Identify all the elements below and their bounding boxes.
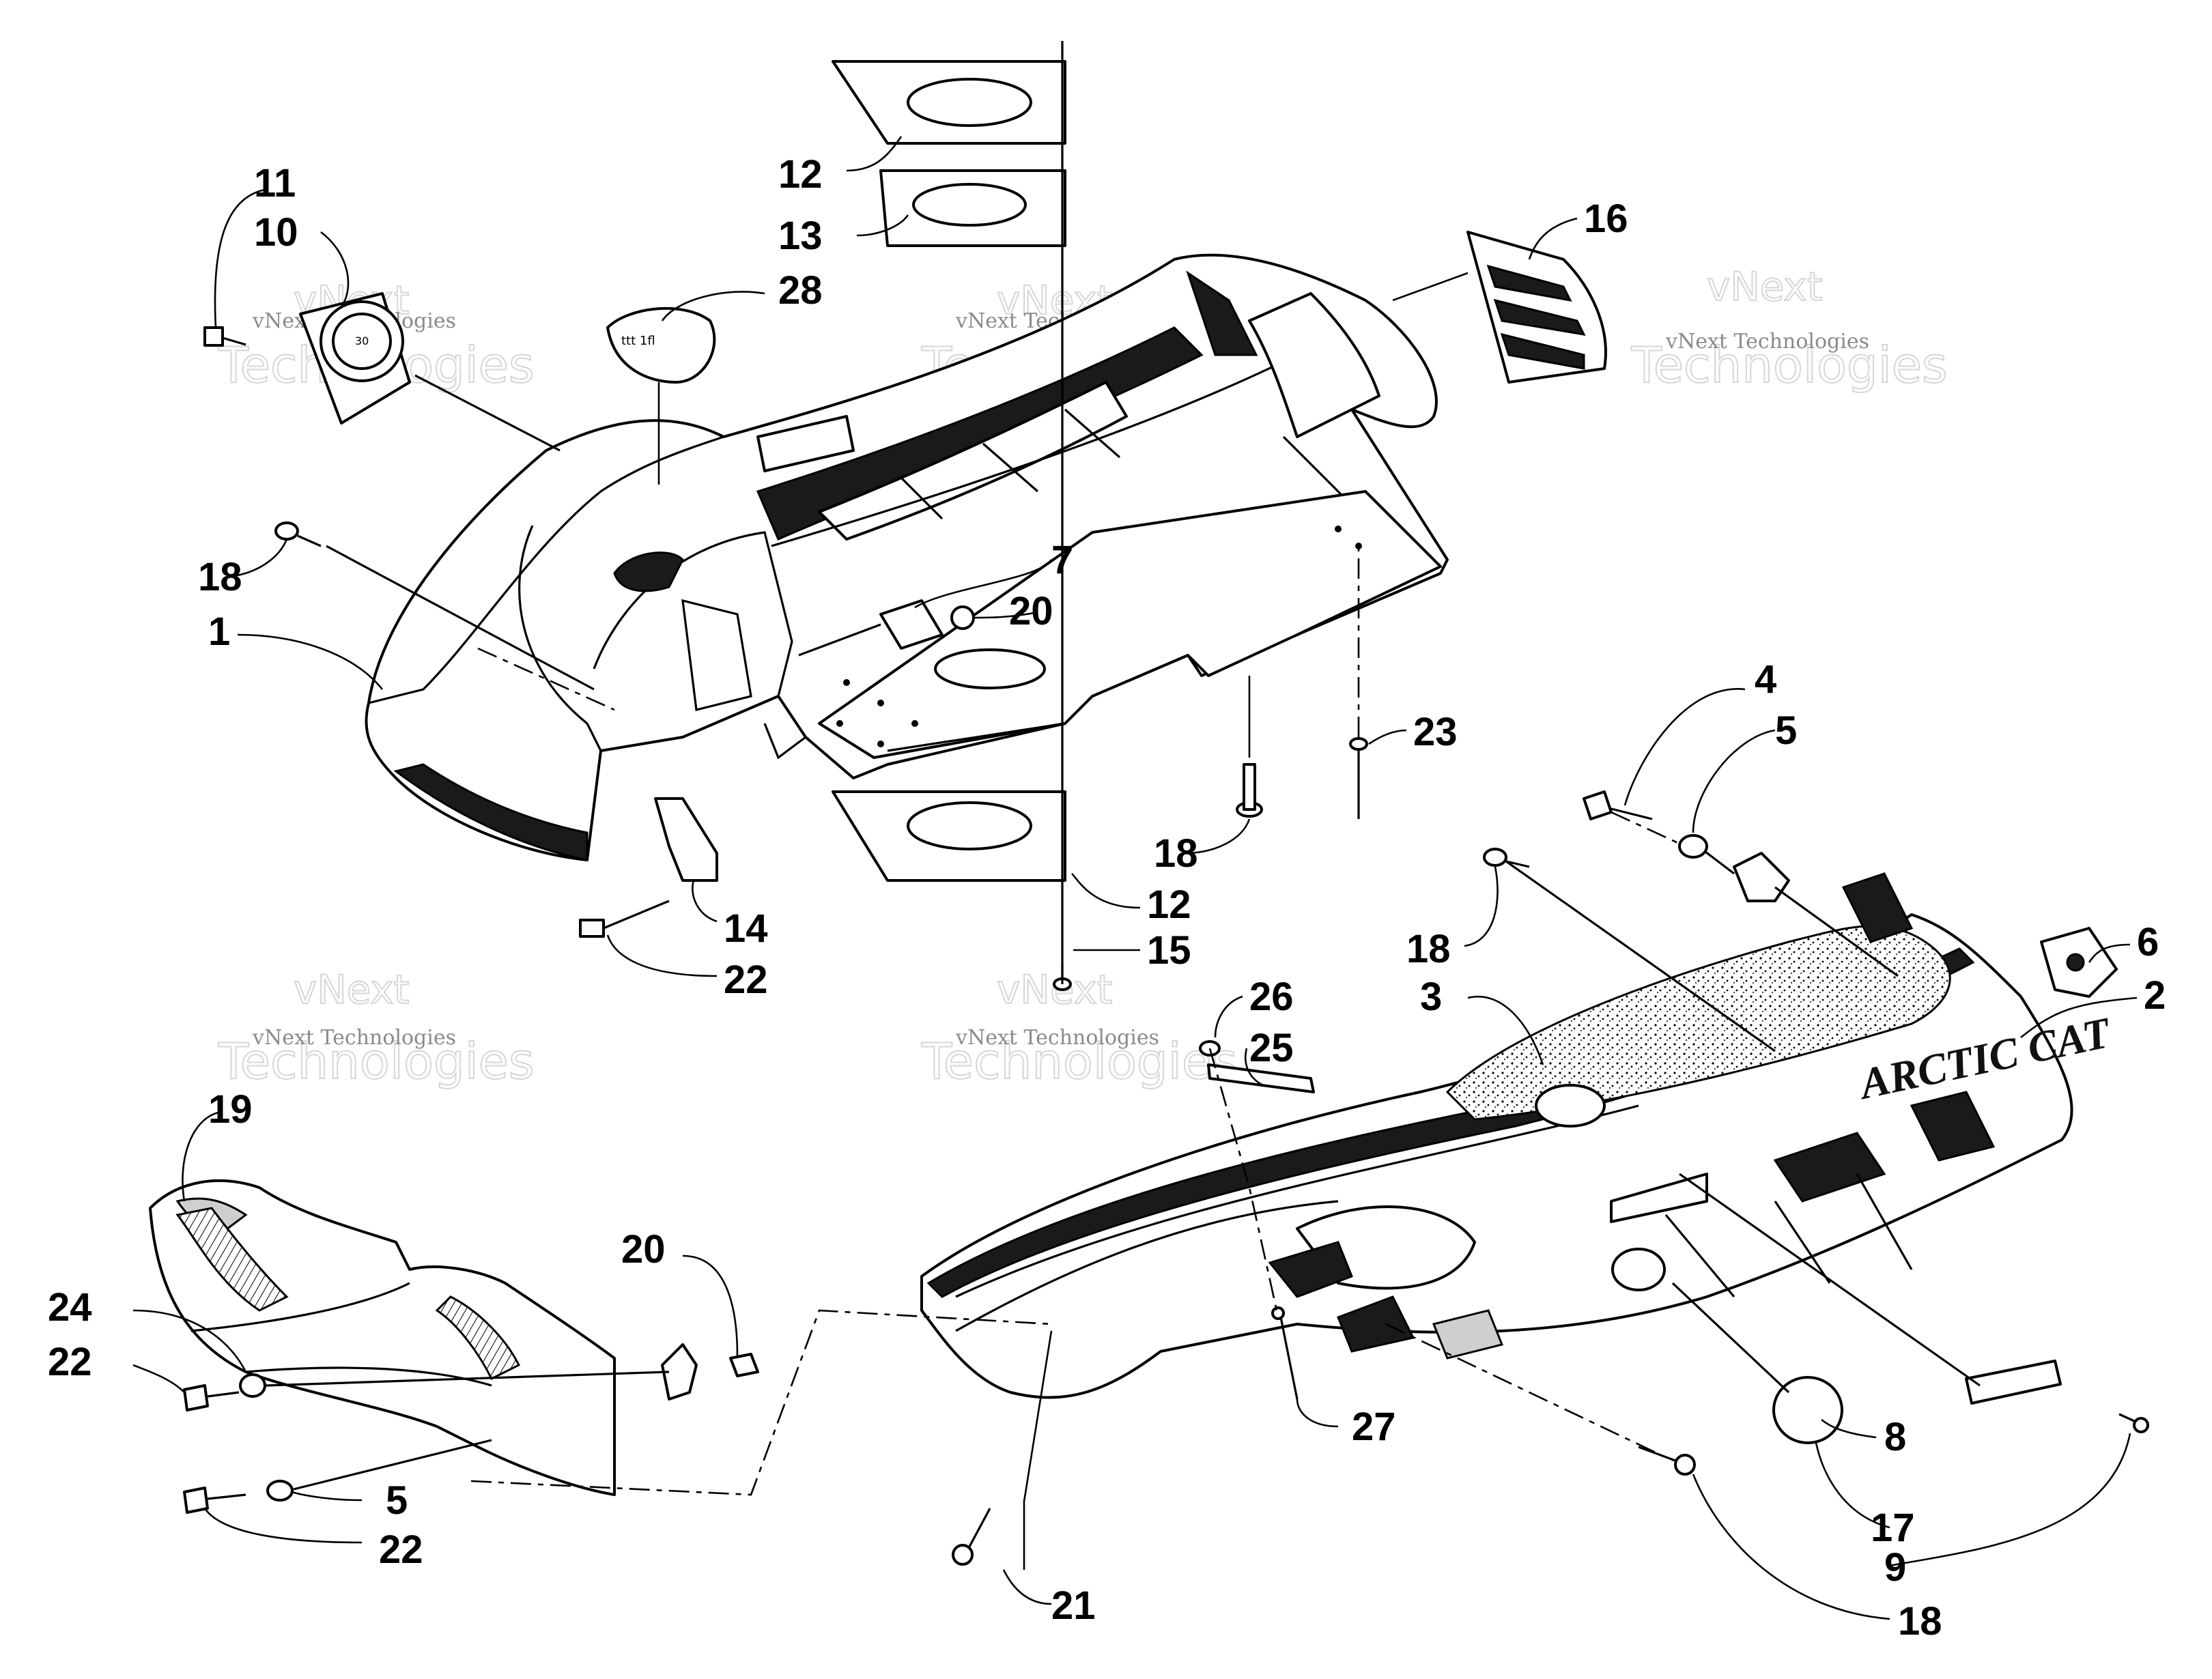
nut-20-low: [729, 1353, 759, 1377]
gauge-part: 30: [203, 292, 411, 425]
callout-13: 13: [778, 214, 823, 258]
washer-24: [239, 1373, 266, 1398]
watermark-3: vNext Technologies vNext Technologies: [1630, 263, 1948, 394]
callout-22-top: 22: [724, 958, 768, 1002]
callout-20-top: 20: [1009, 589, 1053, 633]
gauge-face-part: ttt 1fl: [606, 306, 716, 384]
callout-28: 28: [778, 268, 823, 313]
upper-belly-pan-part: [365, 253, 1449, 861]
washer-5-top: [1678, 834, 1708, 859]
callout-11: 11: [254, 161, 296, 205]
callout-20-bottom: 20: [621, 1227, 666, 1272]
callout-1: 1: [208, 609, 230, 654]
callout-24: 24: [48, 1285, 92, 1330]
callout-2: 2: [2144, 973, 2166, 1018]
callout-5-top: 5: [1775, 708, 1797, 753]
rivet-23: [1349, 737, 1368, 819]
strap-25: [1207, 1063, 1315, 1093]
svg-text:Technologies: Technologies: [218, 1033, 535, 1090]
callout-6: 6: [2137, 920, 2159, 964]
svg-text:30: 30: [355, 334, 369, 347]
plate-top-part: [832, 60, 1066, 145]
svg-text:ttt 1fl: ttt 1fl: [621, 334, 655, 348]
lower-belly-pan-part: ARCTIC CAT: [920, 872, 2116, 1399]
vent-grille-part: [1466, 231, 1607, 384]
callout-labels: 11 10 28 12 13 16 18 1 7 20 23 18 12 14 …: [48, 152, 2166, 1644]
rivet-15: [1053, 962, 1072, 991]
callout-5-bottom: 5: [386, 1478, 408, 1523]
washer-5-low: [266, 1480, 294, 1502]
callout-16: 16: [1584, 197, 1628, 241]
callout-14: 14: [724, 906, 768, 951]
callout-9: 9: [1884, 1545, 1906, 1590]
watermark-5: vNext Technologies vNext Technologies: [920, 966, 1238, 1091]
bolt-22-low: [183, 1487, 246, 1514]
leader-lines: [132, 136, 2138, 1620]
front-guard-part: [149, 1179, 616, 1496]
mount-bracket-part: [579, 797, 718, 938]
callout-12-top: 12: [778, 152, 823, 197]
bracket-plate-low: [661, 1343, 698, 1401]
callout-18-right: 18: [1406, 927, 1451, 971]
cap-17: [1772, 1376, 1843, 1444]
callout-22-mid: 22: [48, 1340, 92, 1384]
bracket-part: [879, 599, 975, 650]
callout-25: 25: [1249, 1026, 1294, 1070]
callout-3: 3: [1420, 975, 1442, 1019]
svg-text:vNext Technologies: vNext Technologies: [252, 1026, 456, 1050]
svg-text:vNext Technologies: vNext Technologies: [955, 1026, 1159, 1050]
callout-7: 7: [1051, 538, 1073, 582]
svg-text:vNext: vNext: [1707, 263, 1822, 310]
svg-text:vNext Technologies: vNext Technologies: [1665, 330, 1869, 354]
callout-18-mid: 18: [1154, 831, 1198, 876]
callout-26: 26: [1249, 975, 1294, 1019]
knob-part: [2040, 927, 2118, 998]
plate-middle-part: [879, 169, 1066, 247]
callout-15: 15: [1147, 928, 1191, 973]
fastener-18-top: [274, 521, 322, 547]
screw-18-bottom: [1638, 1446, 1696, 1476]
callout-27: 27: [1352, 1405, 1396, 1449]
callout-10: 10: [254, 210, 298, 255]
screw-9: [2118, 1413, 2149, 1433]
callout-21: 21: [1051, 1583, 1096, 1628]
bolt-22-mid: [183, 1384, 240, 1411]
callout-18-top-left: 18: [198, 555, 242, 599]
svg-text:Technologies: Technologies: [1631, 336, 1948, 394]
callout-23: 23: [1413, 710, 1458, 754]
label-plate-8: [1965, 1360, 2062, 1405]
callout-22-bottom: 22: [379, 1527, 423, 1572]
floor-rivets: [836, 526, 1362, 747]
svg-text:Technologies: Technologies: [921, 1033, 1238, 1090]
screw-21: [952, 1508, 991, 1566]
plate-bottom-part: [832, 790, 1066, 882]
bracket-plate-top: [1733, 852, 1790, 902]
svg-text:vNext: vNext: [294, 966, 409, 1013]
rivet-27: [1271, 1306, 1299, 1400]
callout-12-bottom: 12: [1147, 882, 1191, 927]
callout-8: 8: [1884, 1415, 1906, 1459]
watermark-4: vNext Technologies vNext Technologies: [217, 966, 535, 1091]
fastener-18-mid: [1236, 763, 1263, 818]
svg-text:vNext: vNext: [997, 966, 1112, 1013]
bolt-4: [1583, 790, 1653, 820]
callout-18-bottom: 18: [1898, 1599, 1942, 1644]
fastener-18-right: [1483, 848, 1530, 868]
callout-4: 4: [1755, 657, 1776, 702]
callout-17: 17: [1871, 1506, 1915, 1550]
callout-19: 19: [208, 1087, 253, 1132]
